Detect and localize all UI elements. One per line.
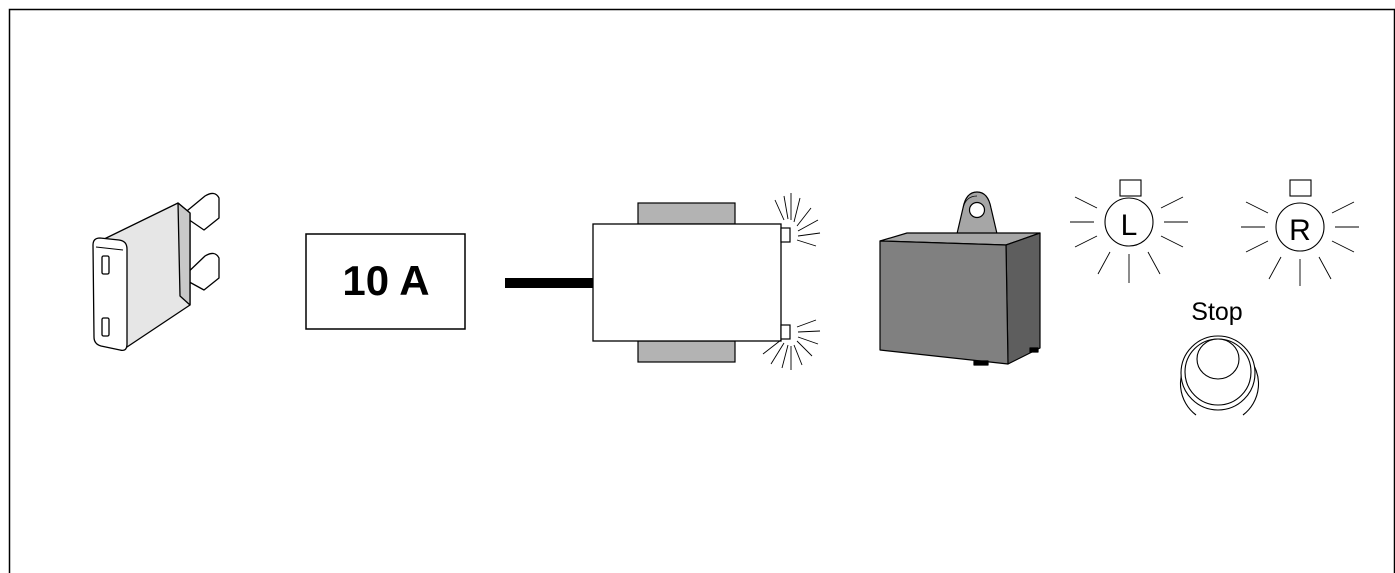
- fuse-rating-label: 10 A: [342, 257, 429, 304]
- mount-pad-bottom: [637, 340, 736, 363]
- mount-pad-top: [637, 202, 736, 225]
- led-bottom: [780, 324, 791, 340]
- stop-label: Stop: [1191, 298, 1242, 326]
- right-indicator-lamp: [1241, 179, 1359, 286]
- relay-box-icon: [879, 191, 1041, 366]
- lamp-rays-left: [1070, 196, 1188, 283]
- lamp-label-left: L: [1121, 209, 1138, 242]
- left-indicator-lamp: [1070, 179, 1188, 283]
- module-cable: [505, 278, 593, 288]
- lamp-label-right: R: [1289, 214, 1311, 247]
- lamp-bulb-left: [1104, 197, 1154, 247]
- fuse-rating-box: [305, 233, 466, 330]
- lamp-rays-right: [1241, 201, 1359, 286]
- led-top: [780, 227, 791, 243]
- lamp-socket-left: [1119, 179, 1142, 197]
- lamp-socket-right: [1289, 179, 1312, 197]
- blade-fuse-icon: [92, 192, 220, 352]
- led-blink-rays-bottom: [762, 319, 821, 370]
- lamp-bulb-right: [1275, 202, 1325, 252]
- led-blink-rays-top: [774, 193, 821, 247]
- flasher-module: [505, 202, 791, 363]
- stop-button-icon: [1179, 335, 1260, 416]
- module-housing: [592, 223, 782, 342]
